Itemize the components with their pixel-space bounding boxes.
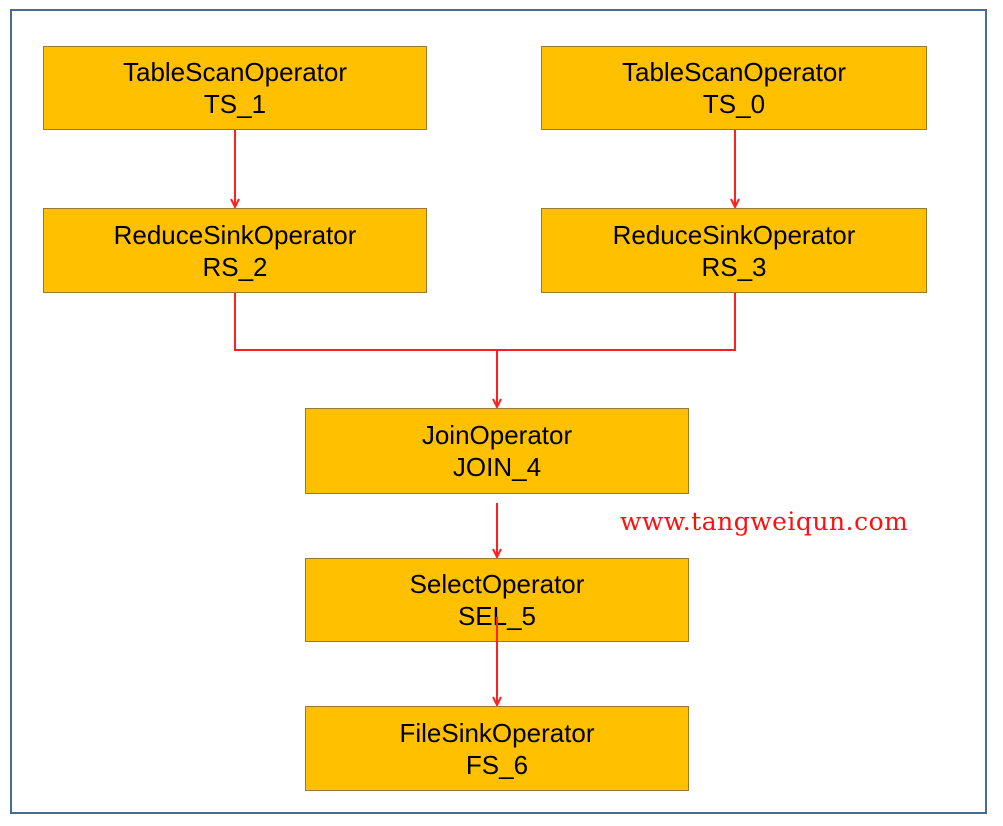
node-label: RS_2 (202, 251, 268, 282)
node-title: ReduceSinkOperator (113, 219, 357, 250)
node-join-4: JoinOperator JOIN_4 (305, 408, 689, 494)
node-label: TS_1 (203, 89, 267, 119)
node-title: TableScanOperator (621, 57, 847, 87)
node-title: FileSinkOperator (399, 717, 595, 748)
node-label: RS_3 (701, 251, 767, 282)
watermark-text: www.tangweiqun.com (620, 507, 909, 536)
node-label: FS_6 (465, 749, 529, 780)
node-ts-0: TableScanOperator TS_0 (541, 46, 927, 130)
diagram-frame (10, 9, 987, 814)
node-label: TS_0 (702, 89, 766, 119)
node-title: TableScanOperator (122, 57, 348, 87)
node-title: SelectOperator (409, 569, 585, 599)
node-rs-3: ReduceSinkOperator RS_3 (541, 208, 927, 293)
node-ts-1: TableScanOperator TS_1 (43, 46, 427, 130)
node-rs-2: ReduceSinkOperator RS_2 (43, 208, 427, 293)
node-label: JOIN_4 (452, 452, 542, 482)
node-title: JoinOperator (421, 420, 573, 450)
node-fs-6: FileSinkOperator FS_6 (305, 706, 689, 791)
node-label: SEL_5 (457, 601, 537, 631)
node-sel-5: SelectOperator SEL_5 (305, 558, 689, 642)
node-title: ReduceSinkOperator (612, 219, 856, 250)
